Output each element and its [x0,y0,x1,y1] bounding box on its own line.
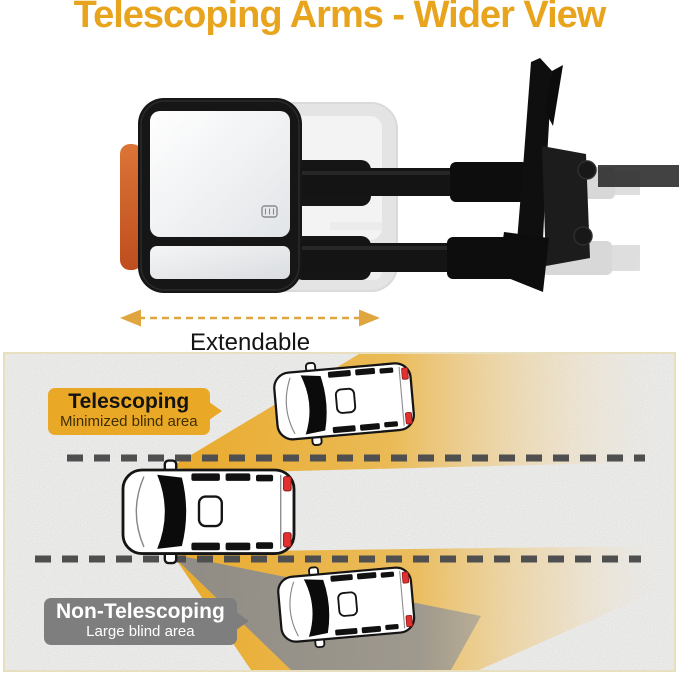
telescoping-callout-title: Telescoping [68,390,190,413]
mirror-glass-lower [150,246,290,279]
bracket-bolt-top [577,160,597,180]
tow-mirror-illustration [120,58,679,293]
extendable-arrow-icon [120,309,380,327]
extendable-label: Extendable [189,329,311,356]
mirror-glass-upper [150,111,290,237]
bracket-bolt-bottom [573,226,593,246]
telescoping-callout-subtitle: Minimized blind area [60,412,198,430]
telescoping-callout: Telescoping Minimized blind area [48,388,222,435]
diagram-canvas [5,354,674,670]
extendable-annotation: Extendable [116,308,384,357]
page-title: Telescoping Arms - Wider View [73,0,607,36]
mounting-bracket [498,58,597,292]
non-telescoping-callout-title: Non-Telescoping [56,600,225,623]
heated-mirror-defrost-icon [261,205,278,218]
car-middle-lane [121,459,296,565]
mirror-head [120,98,302,293]
non-telescoping-callout: Non-Telescoping Large blind area [44,598,249,645]
blind-area-diagram: Telescoping Minimized blind area Non-Tel… [3,352,676,672]
product-photo [0,56,679,350]
turn-signal-strip [120,144,142,270]
non-telescoping-callout-subtitle: Large blind area [86,622,195,640]
ghost-arm-end [598,165,679,187]
telescoping-arms [293,160,545,280]
